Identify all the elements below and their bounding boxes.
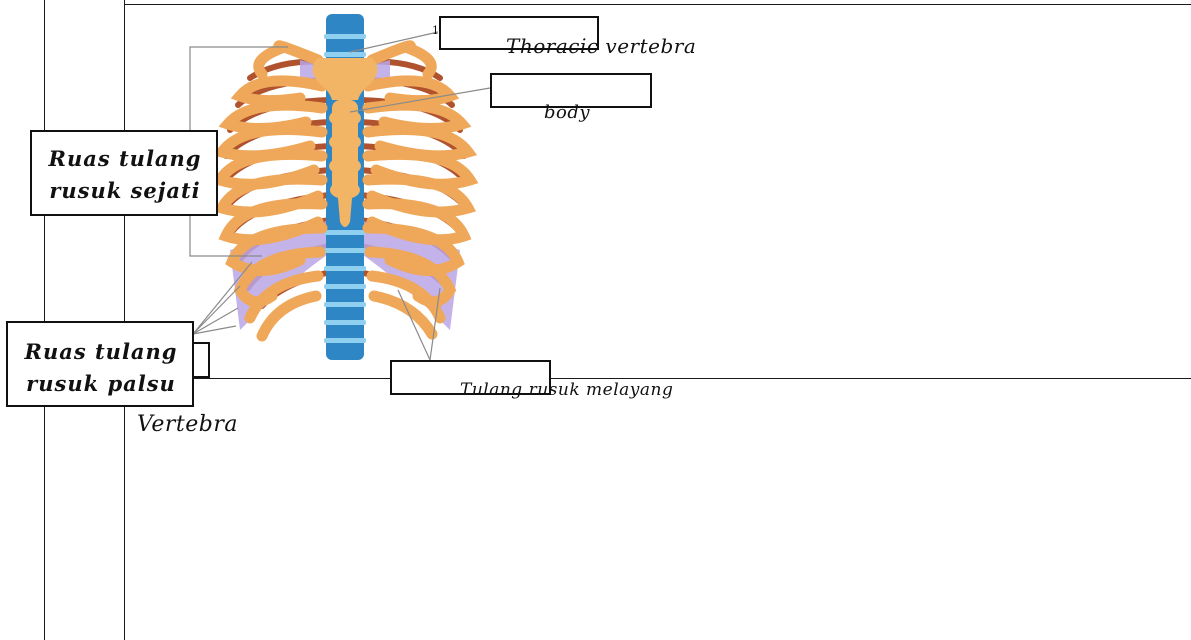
false-ribs-label-box: Ruas tulang rusuk palsu xyxy=(6,321,194,407)
label-body: body xyxy=(544,102,590,123)
true-ribs-label-line2: rusuk sejati xyxy=(32,178,218,203)
false-ribs-label-line2: rusuk palsu xyxy=(8,371,194,396)
label-floating-ribs: Tulang rusuk melayang xyxy=(460,380,673,400)
true-ribs-label-box: Ruas tulang rusuk sejati xyxy=(30,130,218,216)
false-ribs-label-line1: Ruas tulang xyxy=(8,339,194,364)
label-thoracic-vertebra: Thoracic vertebra xyxy=(506,34,696,58)
label-vertebra: Vertebra xyxy=(137,412,238,437)
true-ribs-label-line1: Ruas tulang xyxy=(32,146,218,171)
